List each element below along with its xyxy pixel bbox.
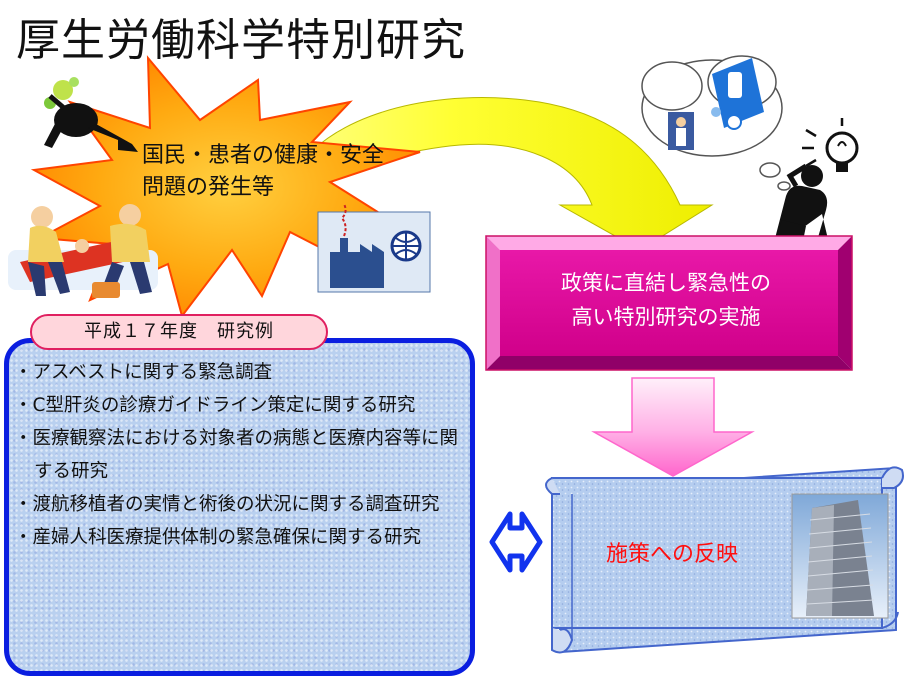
list-item: 渡航移植者の実情と術後の状況に関する調査研究 xyxy=(12,488,468,521)
policy-label-line1: 政策に直結し緊急性の xyxy=(561,271,771,295)
burst-label-line1: 国民・患者の健康・安全 xyxy=(142,143,385,168)
policy-box xyxy=(485,235,853,371)
list-item: アスベストに関する緊急調査 xyxy=(12,356,468,389)
policy-label: 政策に直結し緊急性の 高い特別研究の実施 xyxy=(494,266,838,334)
down-arrow xyxy=(591,377,755,477)
double-arrow xyxy=(489,511,543,573)
examples-list: アスベストに関する緊急調査 C型肝炎の診療ガイドライン策定に関する研究 医療観察… xyxy=(12,356,468,554)
burst-label: 国民・患者の健康・安全 問題の発生等 xyxy=(142,140,384,204)
list-item: 産婦人科医療提供体制の緊急確保に関する研究 xyxy=(12,521,468,554)
examples-header: 平成１７年度 研究例 xyxy=(30,314,328,350)
rescue-workers-icon xyxy=(8,204,158,298)
medicine-thought-icon xyxy=(641,55,791,191)
page-title: 厚生労働科学特別研究 xyxy=(16,15,466,66)
curved-arrow xyxy=(279,97,714,251)
policy-label-line2: 高い特別研究の実施 xyxy=(571,305,761,329)
burst-label-line2: 問題の発生等 xyxy=(142,175,275,200)
office-building-photo xyxy=(791,493,889,619)
factory-globe-icon xyxy=(317,203,431,293)
list-item: C型肝炎の診療ガイドライン策定に関する研究 xyxy=(12,389,468,422)
reflection-label: 施策への反映 xyxy=(606,542,739,567)
hazard-figure-icon xyxy=(44,77,138,152)
list-item: 医療観察法における対象者の病態と医療内容等に関する研究 xyxy=(12,422,468,488)
